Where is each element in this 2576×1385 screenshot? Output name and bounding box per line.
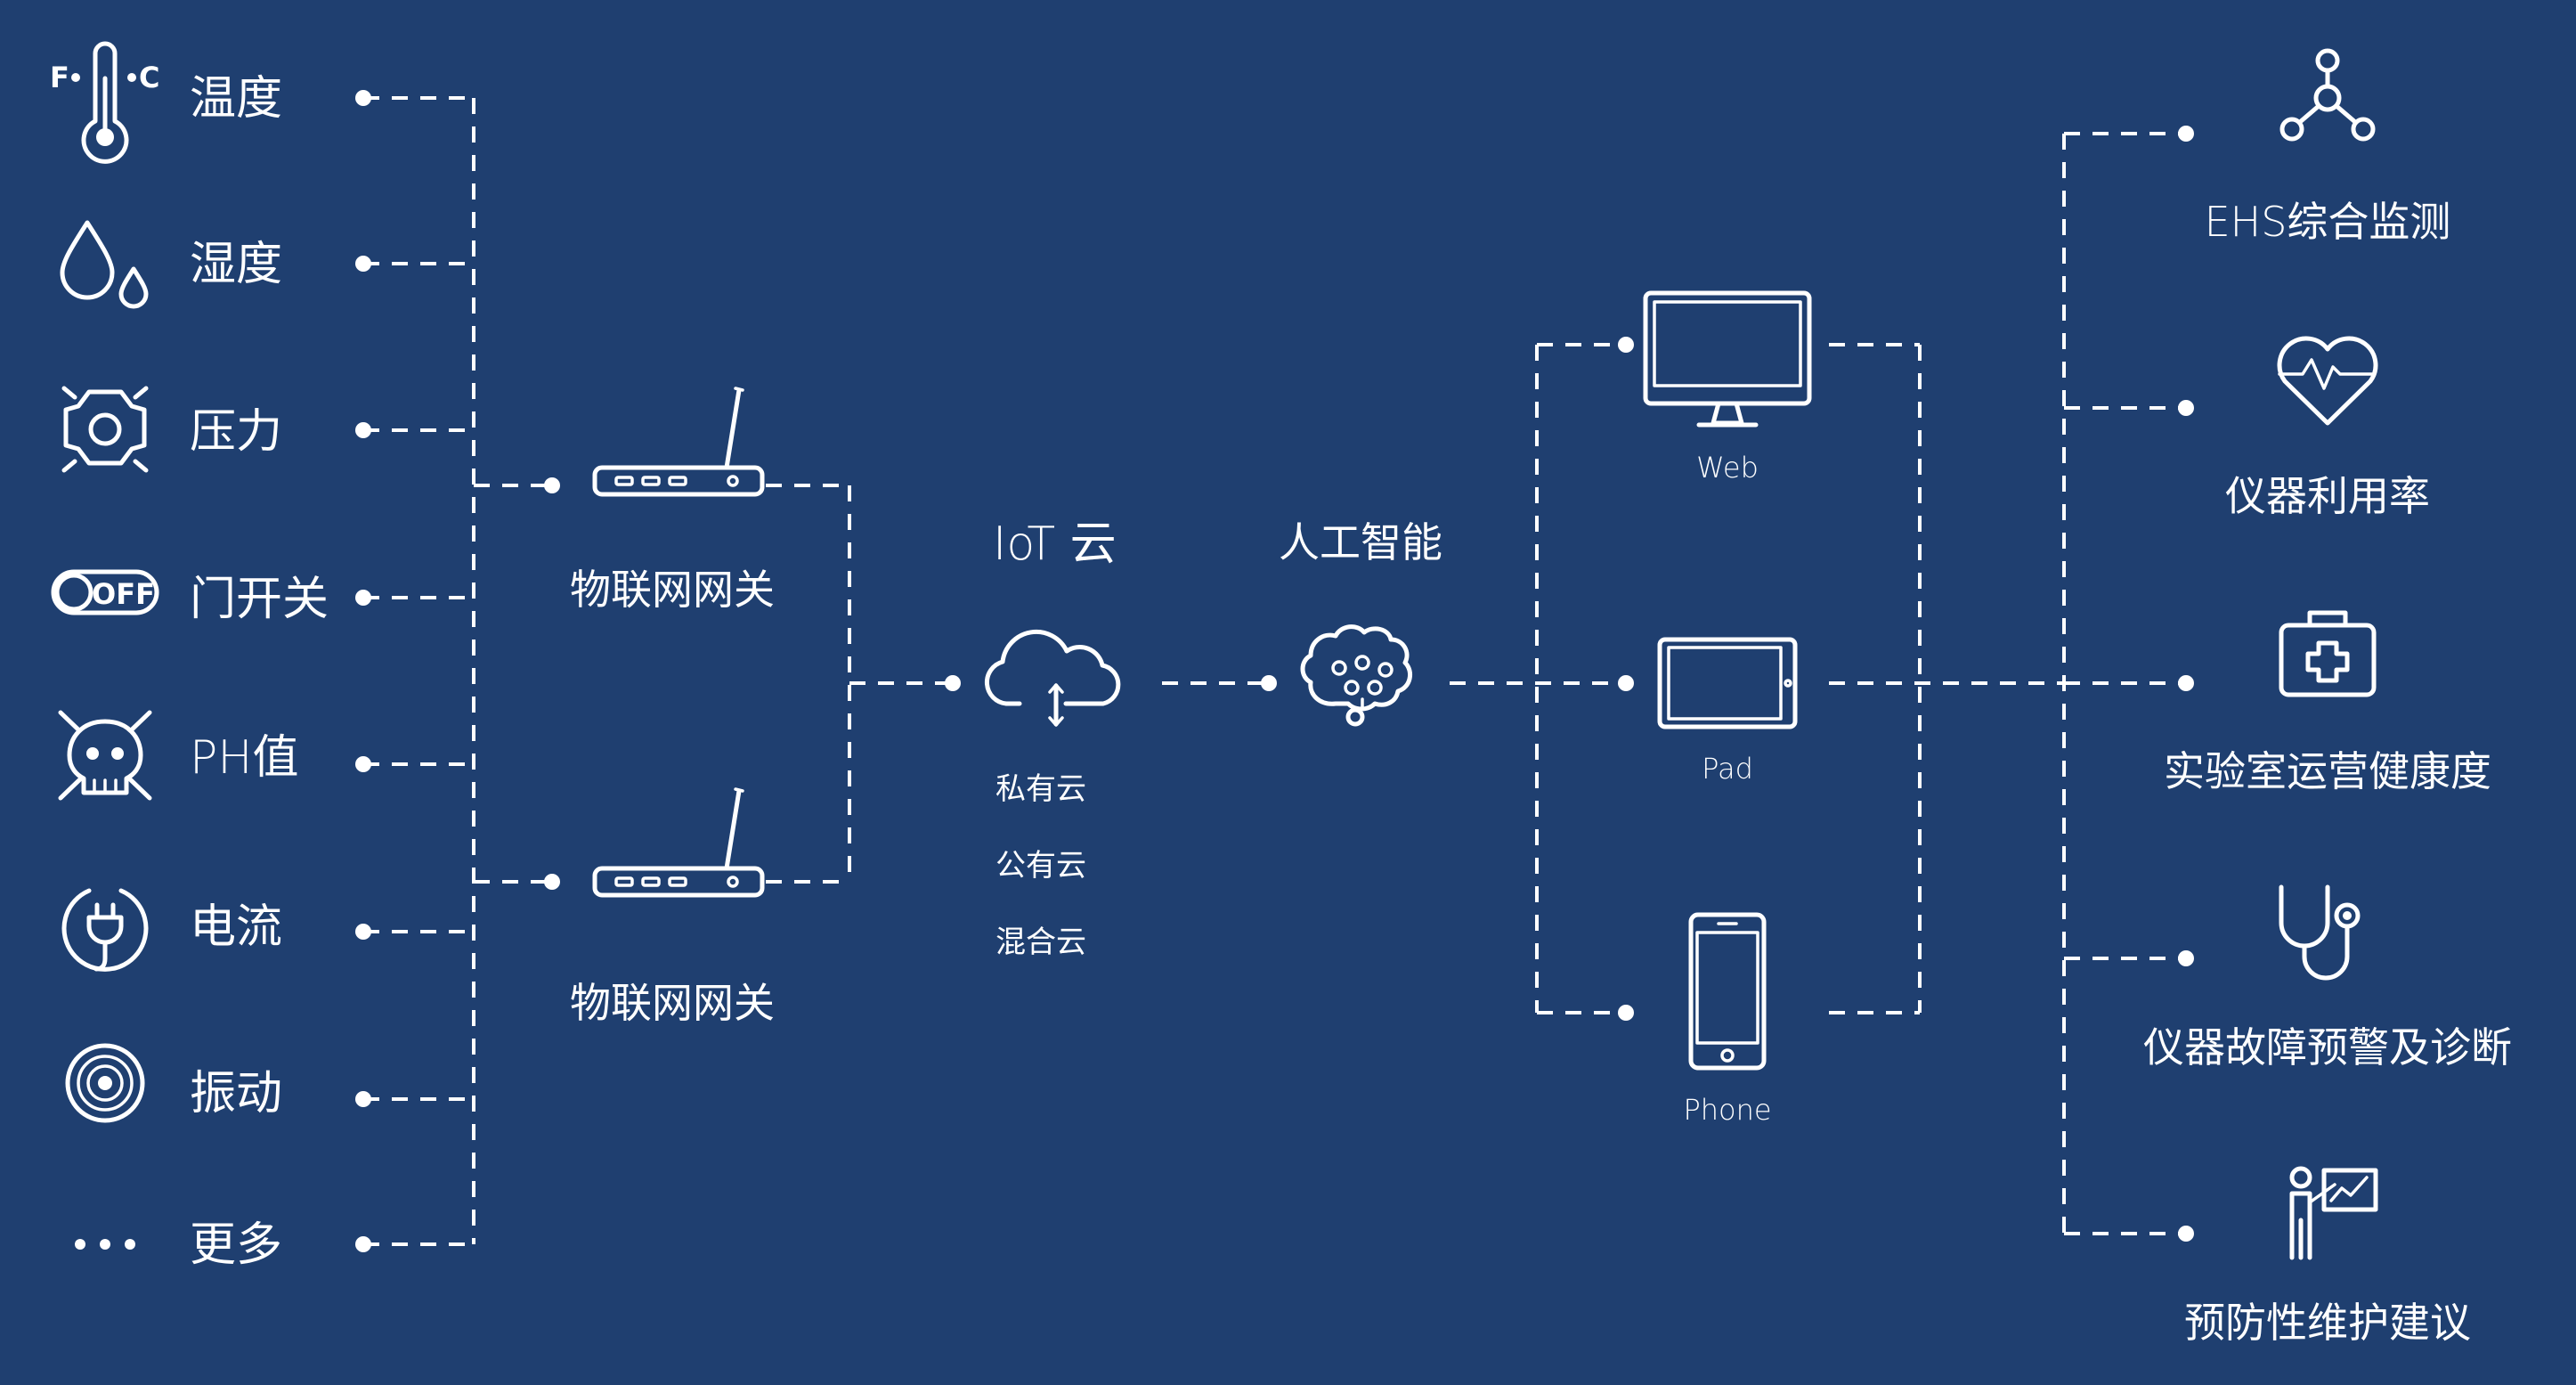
- ai-label: 人工智能: [1279, 518, 1442, 566]
- more-dots-icon: [75, 1239, 135, 1250]
- fahrenheit-unit: F: [50, 61, 69, 94]
- sensor-label: 温度: [190, 72, 282, 126]
- cloud-connector: [849, 675, 961, 691]
- artificial-intelligence: 人工智能: [1279, 518, 1442, 727]
- device-web: Web: [1643, 290, 1812, 485]
- sensor-label: 振动: [190, 1067, 282, 1120]
- thermometer-icon: F C: [50, 41, 159, 164]
- sensor-label: 湿度: [190, 238, 282, 291]
- sensor-humidity: 湿度: [60, 220, 282, 309]
- app-label: 仪器故障预警及诊断: [2143, 1023, 2512, 1071]
- medical-kit-icon: [2279, 610, 2377, 697]
- monitor-icon: [1643, 290, 1812, 428]
- sensor-ph: PH值: [58, 710, 298, 801]
- sensor-label: 更多: [190, 1218, 282, 1272]
- cloud-option-hybrid: 混合云: [995, 925, 1086, 960]
- sensor-label: 门开关: [190, 573, 329, 626]
- app-instrument-utilization: 仪器利用率: [2225, 336, 2430, 520]
- celsius-unit: C: [139, 61, 159, 94]
- phone-icon: [1688, 912, 1767, 1071]
- presenter-chart-icon: [2289, 1166, 2378, 1260]
- app-label: 预防性维护建议: [2184, 1299, 2471, 1347]
- sensor-label: 电流: [190, 900, 282, 954]
- app-label: 实验室运营健康度: [2164, 747, 2491, 795]
- heartbeat-icon: [2277, 336, 2378, 426]
- app-label: 仪器利用率: [2225, 472, 2430, 520]
- router-icon: [592, 787, 765, 898]
- cloud-option-private: 私有云: [995, 771, 1086, 807]
- device-label: Web: [1696, 451, 1759, 485]
- application-list: EHS综合监测 仪器利用率 实验室运营健康度 仪器故: [2143, 48, 2512, 1347]
- cloud-title: IoT 云: [993, 517, 1117, 571]
- humidity-drops-icon: [60, 220, 149, 309]
- device-connectors: [1450, 337, 2064, 1021]
- toggle-off-icon: OFF: [51, 569, 159, 615]
- device-label: Phone: [1683, 1093, 1771, 1127]
- application-connectors: [2062, 126, 2194, 1242]
- app-label: EHS综合监测: [2205, 198, 2451, 246]
- brain-icon: [1300, 624, 1413, 727]
- sensor-door-switch: OFF 门开关: [51, 569, 329, 626]
- device-pad: Pad: [1657, 637, 1798, 786]
- vibration-icon: [65, 1043, 145, 1123]
- gateway-connectors: [474, 477, 851, 890]
- gateway-top: 物联网网关: [570, 387, 775, 614]
- stethoscope-icon: [2279, 884, 2361, 981]
- cloud-option-public: 公有云: [995, 848, 1086, 884]
- app-ehs-monitoring: EHS综合监测: [2205, 48, 2451, 246]
- sensor-temperature: F C 温度: [50, 41, 282, 164]
- device-label: Pad: [1702, 752, 1753, 786]
- sensor-list: F C 温度 湿度 压力: [50, 41, 329, 1272]
- pressure-gauge-icon: [61, 386, 149, 473]
- sensor-pressure: 压力: [61, 386, 282, 473]
- sensor-current: 电流: [61, 888, 282, 972]
- cloud-upload-download-icon: [984, 629, 1121, 727]
- app-lab-operation-health: 实验室运营健康度: [2164, 610, 2491, 795]
- molecule-icon: [2279, 48, 2376, 142]
- hazard-skull-icon: [58, 710, 152, 801]
- sensor-more: 更多: [75, 1218, 282, 1272]
- app-preventive-maintenance: 预防性维护建议: [2184, 1166, 2471, 1347]
- gateway-bottom: 物联网网关: [570, 787, 775, 1027]
- router-icon: [592, 387, 765, 497]
- gateway-label: 物联网网关: [570, 979, 775, 1027]
- sensor-label: PH值: [190, 731, 298, 785]
- device-phone: Phone: [1683, 912, 1772, 1127]
- sensor-connectors: [355, 90, 475, 1252]
- tablet-icon: [1657, 637, 1798, 729]
- connectors: [355, 90, 2194, 1252]
- sensor-vibration: 振动: [65, 1043, 282, 1123]
- ai-connector: [1162, 675, 1277, 691]
- app-fault-warning-diagnosis: 仪器故障预警及诊断: [2143, 884, 2512, 1071]
- toggle-off-text: OFF: [92, 577, 155, 611]
- power-plug-icon: [61, 888, 149, 972]
- iot-cloud: IoT 云 私有云 公有云 混合云: [984, 517, 1121, 960]
- sensor-label: 压力: [190, 405, 282, 459]
- gateway-label: 物联网网关: [570, 566, 775, 614]
